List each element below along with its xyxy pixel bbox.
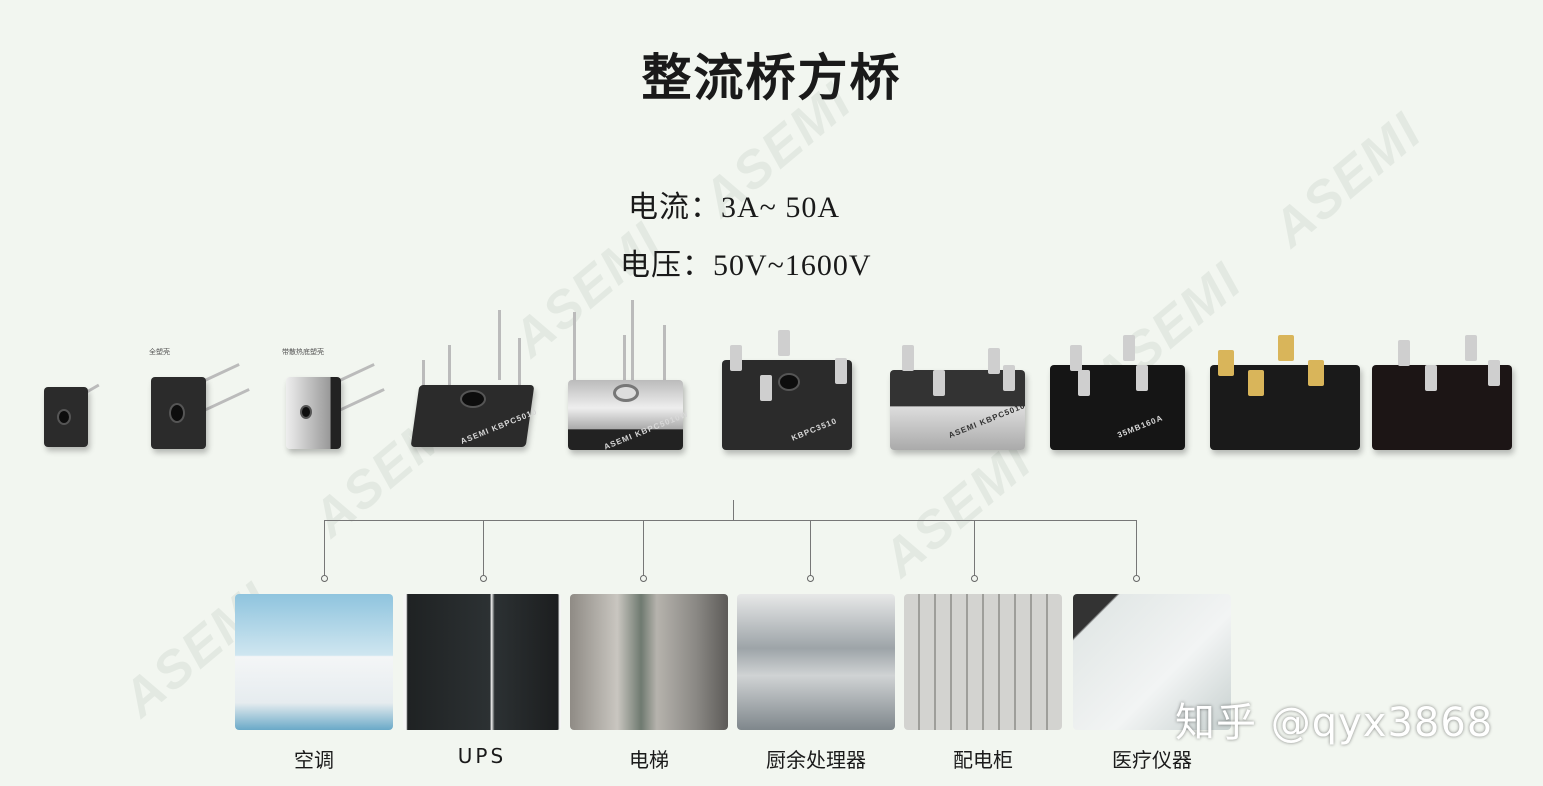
connector-branch: [810, 520, 811, 575]
connector-branch: [974, 520, 975, 575]
medical-instrument-image: [1073, 594, 1231, 730]
connector-branch: [643, 520, 644, 575]
connector-branch: [324, 520, 325, 575]
connector-node: [1133, 575, 1140, 582]
connector-node: [480, 575, 487, 582]
product-image: 全塑壳: [145, 345, 255, 455]
product-image: ASEMI KBPC5010W: [563, 300, 690, 455]
product-image: [40, 375, 120, 455]
product-image: 35MB160A: [1048, 330, 1188, 455]
connector-branch: [1136, 520, 1137, 575]
product-image: KBPC3510: [720, 325, 855, 455]
app-label-elevator: 电梯: [629, 748, 669, 772]
connector-trunk: [733, 500, 734, 520]
app-label-medical-instrument: 医疗仪器: [1112, 748, 1192, 772]
app-label-ups: UPS: [457, 744, 507, 768]
air-conditioner-image: [235, 594, 393, 730]
app-label-air-conditioner: 空调: [294, 748, 334, 772]
connector-branch: [483, 520, 484, 575]
product-image: 带散热底塑壳: [280, 345, 390, 455]
connector-node: [321, 575, 328, 582]
food-waste-disposer-image: [737, 594, 895, 730]
elevator-image: [570, 594, 728, 730]
voltage-spec: 电压：50V~1600V: [620, 249, 872, 282]
product-image: ASEMI KBPC5010: [888, 340, 1028, 455]
source-watermark: 知乎 @qyx3868: [1175, 700, 1494, 746]
product-image: [1370, 330, 1515, 455]
app-label-distribution-cabinet: 配电柜: [953, 748, 1013, 772]
current-spec: 电流：3A~ 50A: [628, 191, 841, 224]
ups-image: [403, 594, 561, 730]
connector-node: [640, 575, 647, 582]
connector-node: [807, 575, 814, 582]
distribution-cabinet-image: [904, 594, 1062, 730]
app-label-food-waste-disposer: 厨余处理器: [766, 748, 866, 772]
product-note: 带散热底塑壳: [282, 348, 324, 356]
asemi-watermark: ASEMI: [1261, 101, 1433, 259]
connector-node: [971, 575, 978, 582]
page-title: 整流桥方桥: [641, 48, 902, 107]
product-image: ASEMI KBPC5010: [410, 310, 539, 455]
product-image: [1208, 330, 1368, 455]
product-note: 全塑壳: [149, 348, 170, 356]
connector-bar: [324, 520, 1137, 521]
